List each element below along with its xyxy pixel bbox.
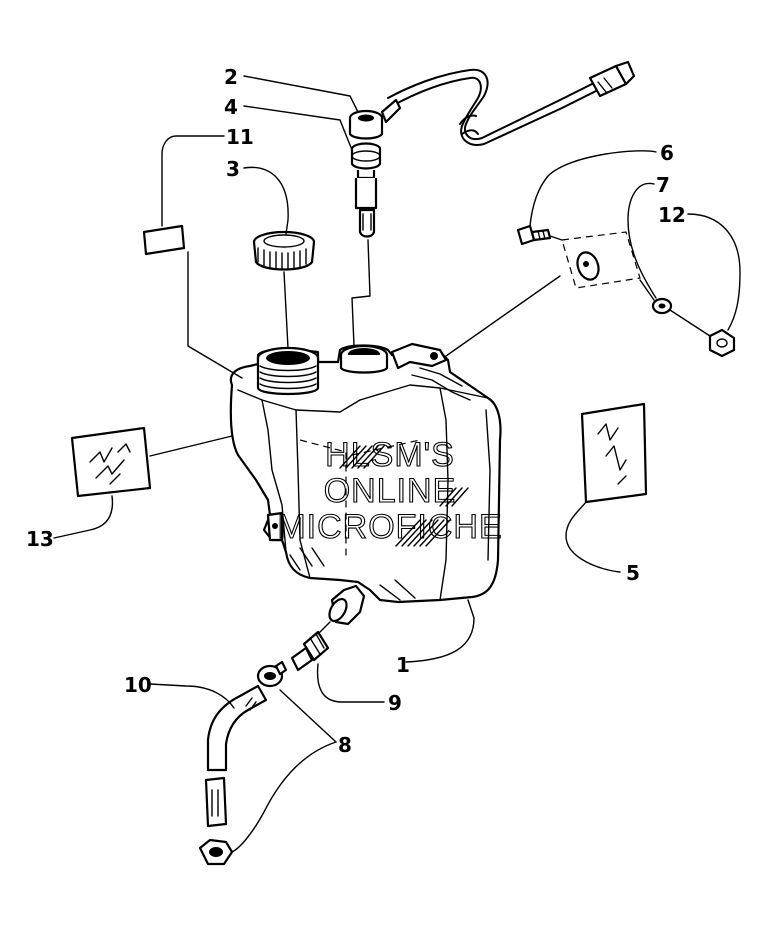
leader-lines: [53, 75, 741, 853]
callout-8: 8: [338, 733, 352, 757]
callout-13: 13: [26, 527, 54, 551]
decal-small: [142, 224, 186, 256]
callout-5: 5: [626, 561, 640, 585]
decal-left: [70, 426, 152, 498]
callout-6: 6: [660, 141, 674, 165]
callout-1: 1: [396, 653, 410, 677]
watermark-line-2: ONLINE: [324, 472, 457, 510]
callout-2: 2: [224, 65, 238, 89]
callout-12: 12: [658, 203, 686, 227]
callout-4: 4: [224, 95, 238, 119]
callout-9: 9: [388, 691, 402, 715]
callout-10: 10: [124, 673, 152, 697]
decal-right: [580, 402, 648, 504]
fasteners: [516, 224, 736, 358]
callout-7: 7: [656, 173, 670, 197]
watermark: HLSM'S ONLINE MICROFICHE: [277, 435, 502, 547]
callout-11: 11: [226, 125, 254, 149]
watermark-line-3: MICROFICHE: [277, 508, 502, 546]
callout-labels: 1 2 3 4 5 6 7 8 9 10 11 12 13: [26, 65, 686, 757]
filler-cap: [252, 230, 316, 271]
hose-assembly: [198, 630, 330, 866]
watermark-line-1: HLSM'S: [325, 436, 455, 474]
oil-level-sensor: [348, 60, 636, 238]
callout-3: 3: [226, 157, 240, 181]
